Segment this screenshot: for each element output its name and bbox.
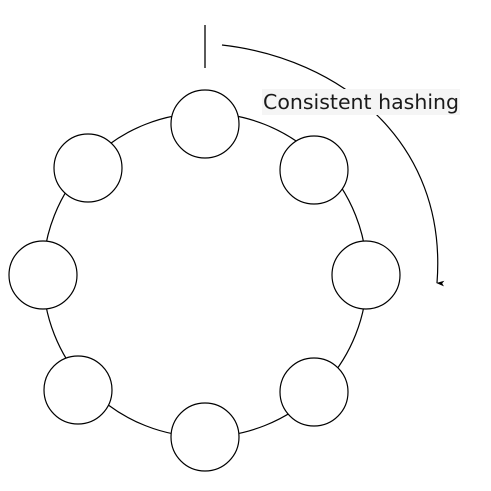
- ring-node: [170, 402, 240, 472]
- clockwise-arrow: [221, 44, 445, 287]
- ring-node: [279, 135, 349, 205]
- ring-node: [8, 240, 78, 310]
- ring-nodes: [8, 89, 401, 472]
- ring-node: [53, 133, 123, 203]
- ring-node: [331, 240, 401, 310]
- ring-node: [43, 355, 113, 425]
- ring-node: [170, 89, 240, 159]
- ring-node: [279, 357, 349, 427]
- diagram-title: Consistent hashing: [262, 89, 461, 115]
